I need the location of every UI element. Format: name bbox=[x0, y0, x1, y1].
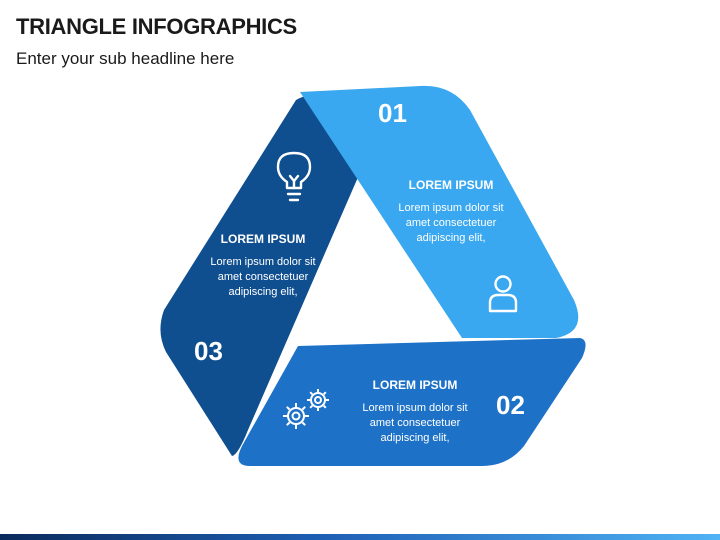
segment-03-text: LOREM IPSUM Lorem ipsum dolor sit amet c… bbox=[178, 232, 348, 300]
segment-01-shape bbox=[300, 85, 579, 338]
segment-03-shape bbox=[160, 95, 362, 456]
page-title: TRIANGLE INFOGRAPHICS bbox=[16, 14, 297, 39]
segment-03-heading: LOREM IPSUM bbox=[220, 232, 306, 246]
person-icon bbox=[488, 275, 518, 313]
segment-01-number: 01 bbox=[378, 98, 407, 128]
lightbulb-icon bbox=[276, 151, 312, 202]
segment-01-body: Lorem ipsum dolor sit amet consectetuer … bbox=[398, 202, 504, 244]
footer-gradient-bar bbox=[0, 534, 720, 540]
segment-02-text: LOREM IPSUM Lorem ipsum dolor sit amet c… bbox=[330, 378, 500, 446]
segment-02-body: Lorem ipsum dolor sit amet consectetuer … bbox=[362, 402, 468, 444]
segment-01-heading: LOREM IPSUM bbox=[408, 178, 494, 192]
segment-02-number: 02 bbox=[496, 390, 525, 420]
segment-02-heading: LOREM IPSUM bbox=[372, 378, 458, 392]
page-subtitle: Enter your sub headline here bbox=[16, 49, 235, 68]
segment-03-body: Lorem ipsum dolor sit amet consectetuer … bbox=[210, 256, 316, 298]
segment-02-shape bbox=[238, 338, 586, 466]
segment-01-text: LOREM IPSUM Lorem ipsum dolor sit amet c… bbox=[366, 178, 536, 246]
gears-icon bbox=[283, 389, 329, 429]
segment-03-number: 03 bbox=[194, 336, 223, 366]
